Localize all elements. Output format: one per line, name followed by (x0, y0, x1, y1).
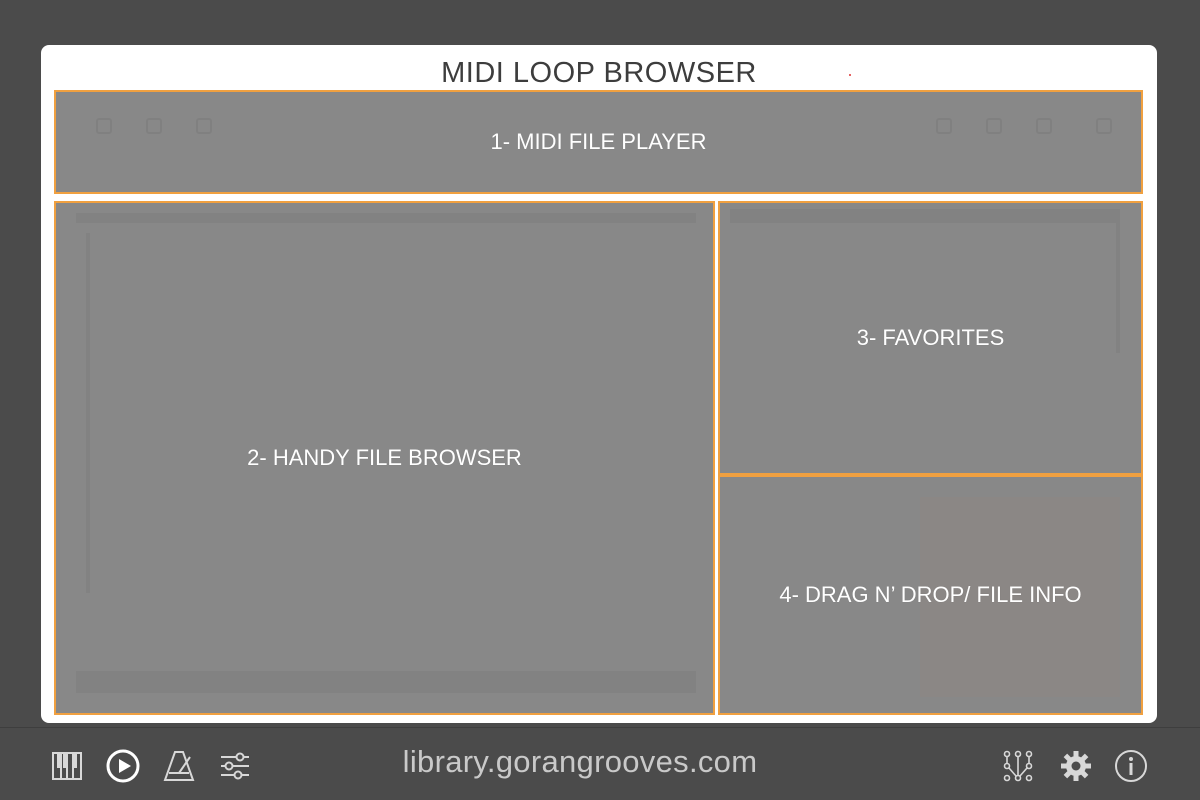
bottom-toolbar: library.gorangrooves.com (0, 727, 1200, 800)
ghost-icon (196, 118, 212, 134)
metronome-icon[interactable] (162, 749, 196, 783)
region-handy-file-browser: 2- HANDY FILE BROWSER (54, 201, 715, 715)
network-icon-graphic (1003, 750, 1033, 782)
ghost-line (730, 209, 1120, 223)
play-circle-icon[interactable] (106, 749, 140, 783)
info-icon[interactable] (1114, 749, 1148, 783)
sliders-icon-graphic (221, 752, 249, 780)
ghost-icon (986, 118, 1002, 134)
ghost-line (76, 671, 696, 693)
region-drag-drop-file-info: 4- DRAG N’ DROP/ FILE INFO (718, 475, 1143, 715)
ghost-icon (96, 118, 112, 134)
ghost-line (1116, 223, 1120, 353)
region-label: 3- FAVORITES (856, 325, 1005, 350)
piano-icon-graphic (52, 752, 82, 780)
region-label: 1- MIDI FILE PLAYER (490, 129, 707, 154)
region-label: 4- DRAG N’ DROP/ FILE INFO (779, 582, 1082, 607)
play-circle-icon-graphic (106, 749, 140, 783)
region-label: 2- HANDY FILE BROWSER (247, 445, 522, 470)
red-dot (849, 74, 851, 76)
piano-icon[interactable] (50, 749, 84, 783)
diagram-card: MIDI LOOP BROWSER 1- MIDI FILE PLAYER 2-… (41, 45, 1157, 723)
gear-icon-graphic (1061, 751, 1091, 781)
ghost-line (86, 233, 90, 593)
region-favorites: 3- FAVORITES (718, 201, 1143, 475)
metronome-icon-graphic (163, 751, 195, 781)
ghost-icon (936, 118, 952, 134)
sliders-icon[interactable] (218, 749, 252, 783)
region-midi-file-player: 1- MIDI FILE PLAYER (54, 90, 1143, 194)
network-icon[interactable] (1001, 749, 1035, 783)
site-url[interactable]: library.gorangrooves.com (402, 744, 758, 779)
gear-icon[interactable] (1059, 749, 1093, 783)
ghost-line (76, 213, 696, 223)
card-title: MIDI LOOP BROWSER (441, 57, 757, 89)
info-icon-graphic (1115, 750, 1147, 782)
ghost-icon (146, 118, 162, 134)
ghost-icon (1036, 118, 1052, 134)
ghost-icon (1096, 118, 1112, 134)
